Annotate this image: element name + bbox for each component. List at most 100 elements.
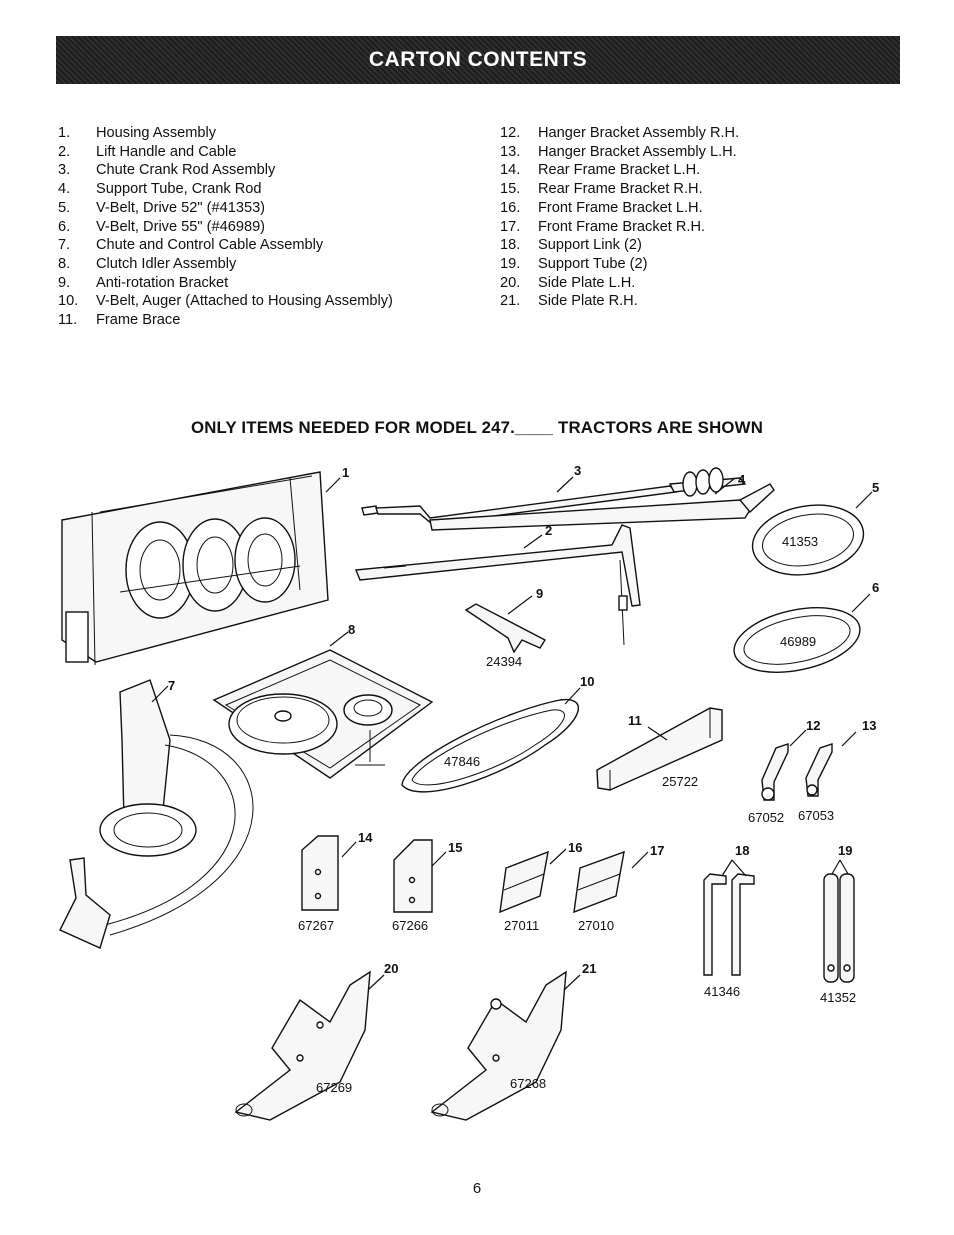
support-link (703, 873, 755, 976)
item-text: Chute Crank Rod Assembly (96, 162, 276, 179)
item-number: 12. (500, 125, 521, 141)
side-plate-rh (430, 970, 567, 1121)
item-text: Lift Handle and Cable (96, 143, 237, 160)
part-number-46989: 46989 (780, 634, 816, 649)
item-text: Support Tube (2) (538, 255, 648, 272)
anti-rotation-bracket (464, 603, 546, 654)
callout-9: 9 (536, 586, 543, 601)
part-number-41346: 41346 (704, 984, 740, 999)
list-item: 19. Support Tube (2) (500, 255, 739, 274)
item-number: 5. (58, 199, 71, 216)
item-number: 15. (500, 181, 521, 198)
support-tube-crank-rod (429, 483, 775, 531)
list-item: 2. Lift Handle and Cable (58, 143, 393, 162)
item-number: 16. (500, 199, 521, 216)
list-item: 18. Support Link (2) (500, 236, 739, 255)
support-tube (823, 873, 855, 983)
item-number: 7. (58, 237, 71, 254)
part-number-27010: 27010 (578, 918, 614, 933)
callout-8: 8 (348, 622, 355, 637)
list-item: 12. Hanger Bracket Assembly R.H. (500, 124, 739, 143)
callout-13: 13 (862, 718, 876, 733)
page-title: CARTON CONTENTS (368, 48, 588, 71)
callout-12: 12 (806, 718, 820, 733)
item-number: 17. (500, 218, 521, 235)
item-text: Side Plate R.H. (538, 293, 638, 310)
parts-list-right: 12. Hanger Bracket Assembly R.H. 13.Hange… (500, 124, 739, 311)
list-item: 9.Anti-rotation Bracket (58, 274, 393, 293)
part-number-41353: 41353 (782, 534, 818, 549)
list-item: 11.Frame Brace (58, 311, 393, 330)
part-number-24394: 24394 (486, 654, 522, 669)
list-item: 4. Support Tube, Crank Rod (58, 180, 393, 199)
diagram-heading: ONLY ITEMS NEEDED FOR MODEL 247.____ TRA… (190, 418, 764, 437)
item-text: V-Belt, Drive 55" (#46989) (96, 218, 266, 235)
callout-1: 1 (342, 465, 349, 480)
part-number-25722: 25722 (662, 774, 698, 789)
list-item: 7. Chute and Control Cable Assembly (58, 236, 393, 255)
item-number: 9. (58, 274, 71, 291)
item-text: Side Plate L.H. (538, 274, 636, 291)
callout-21: 21 (582, 961, 596, 976)
part-number-47846: 47846 (444, 754, 480, 769)
page-number: 6 (472, 1180, 482, 1197)
lift-handle (355, 524, 641, 646)
list-item: 14.Rear Frame Bracket L.H. (500, 161, 739, 180)
frame-brace (596, 707, 723, 791)
callout-3: 3 (574, 463, 581, 478)
callout-10: 10 (580, 674, 594, 689)
item-number: 20. (500, 274, 521, 291)
list-item: 8.Clutch Idler Assembly (58, 255, 393, 274)
header-bar: CARTON CONTENTS (56, 36, 900, 84)
item-number: 3. (58, 162, 71, 179)
list-item: 15. Rear Frame Bracket R.H. (500, 180, 739, 199)
callout-20: 20 (384, 961, 398, 976)
item-text: Hanger Bracket Assembly R.H. (538, 125, 740, 141)
list-item: 3. Chute Crank Rod Assembly (58, 161, 393, 180)
item-number: 18. (500, 237, 521, 254)
list-item: 16.Front Frame Bracket L.H. (500, 199, 739, 218)
item-number: 6. (58, 218, 71, 235)
part-number-67267: 67267 (298, 918, 334, 933)
item-text: V-Belt, Drive 52" (#41353) (96, 199, 266, 216)
list-item: 10.V-Belt, Auger (Attached to Housing As… (58, 292, 393, 311)
item-number: 4. (58, 181, 71, 198)
callout-16: 16 (568, 840, 582, 855)
item-text: Chute and Control Cable Assembly (96, 237, 324, 254)
callout-19: 19 (838, 843, 852, 858)
item-text: V-Belt, Auger (Attached to Housing Assem… (96, 293, 393, 310)
parts-diagram: 1 3 4 2 41353 5 46989 6 (59, 463, 879, 1121)
front-frame-bracket-rh (573, 850, 625, 914)
part-number-41352: 41352 (820, 990, 856, 1005)
item-text: Housing Assembly (96, 125, 217, 141)
callout-5: 5 (872, 480, 879, 495)
item-text: Support Tube, Crank Rod (96, 181, 262, 198)
callout-6: 6 (872, 580, 879, 595)
list-item: 20. Side Plate L.H. (500, 274, 739, 293)
rear-frame-bracket-rh (393, 839, 433, 913)
part-number-67266: 67266 (392, 918, 428, 933)
callout-17: 17 (650, 843, 664, 858)
auger-belt (401, 698, 579, 793)
item-number: 11. (58, 312, 78, 329)
parts-list-left: 1.Housing Assembly 2.Lift Handle and Cab… (58, 124, 393, 330)
hanger-bracket-rh (761, 743, 789, 801)
drive-belt-52 (751, 504, 865, 576)
clutch-idler-assembly (212, 649, 434, 779)
part-number-67052: 67052 (748, 810, 784, 825)
item-text: Rear Frame Bracket R.H. (538, 181, 703, 198)
item-number: 8. (58, 255, 71, 272)
callout-2: 2 (545, 523, 552, 538)
item-text: Support Link (2) (538, 237, 642, 254)
housing-assembly (61, 471, 329, 666)
item-number: 21. (500, 293, 521, 310)
callout-18: 18 (735, 843, 749, 858)
item-text: Hanger Bracket Assembly L.H. (538, 143, 737, 160)
callout-14: 14 (358, 830, 373, 845)
hanger-bracket-lh (805, 743, 833, 797)
item-number: 14. (500, 162, 521, 179)
callout-11: 11 (628, 713, 642, 728)
item-number: 19. (500, 255, 521, 272)
item-number: 2. (58, 143, 71, 160)
list-item: 13.Hanger Bracket Assembly L.H. (500, 143, 739, 162)
